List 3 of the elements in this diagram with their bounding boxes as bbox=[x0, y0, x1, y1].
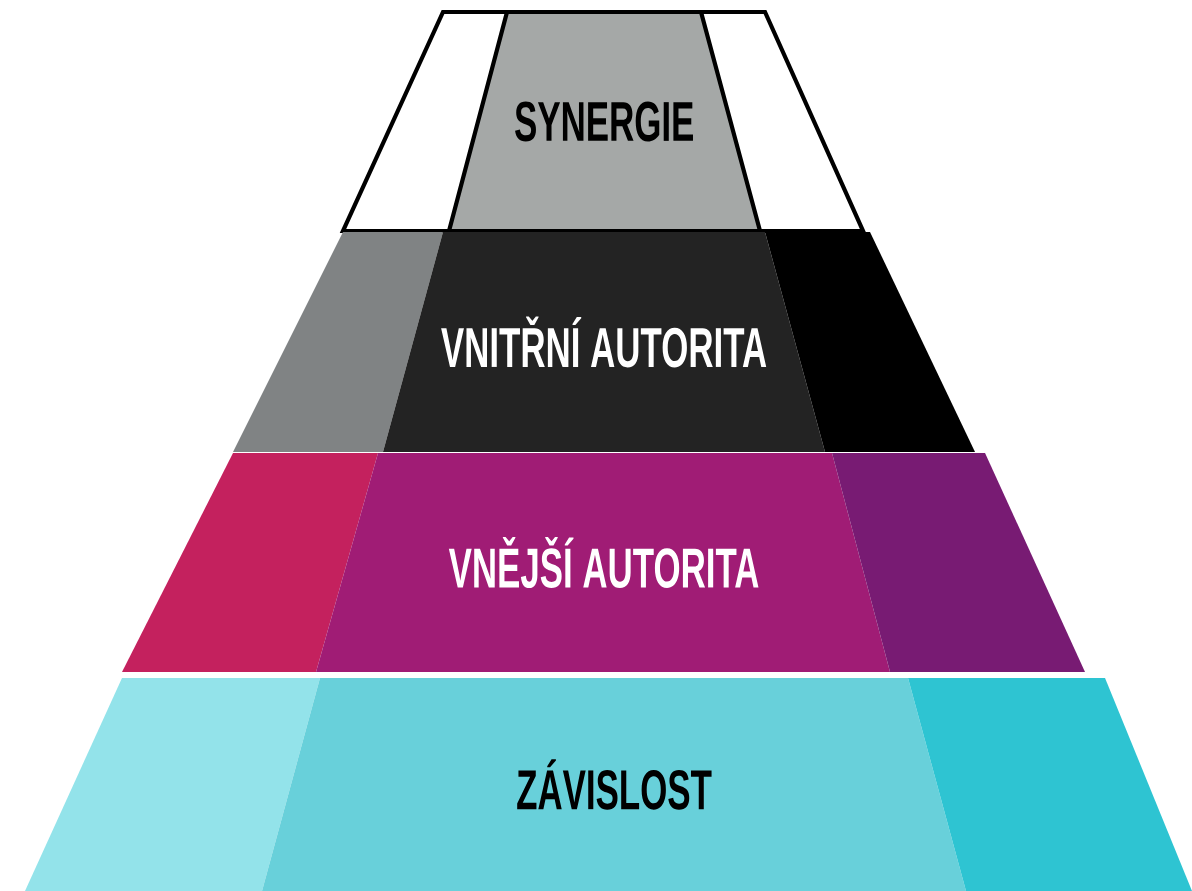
pyramid-tier: ZÁVISLOST bbox=[25, 678, 1192, 891]
pyramid-tier: VNĚJŠÍ AUTORITA bbox=[122, 453, 1086, 672]
pyramid-tier: VNITŘNÍ AUTORITA bbox=[233, 232, 976, 452]
